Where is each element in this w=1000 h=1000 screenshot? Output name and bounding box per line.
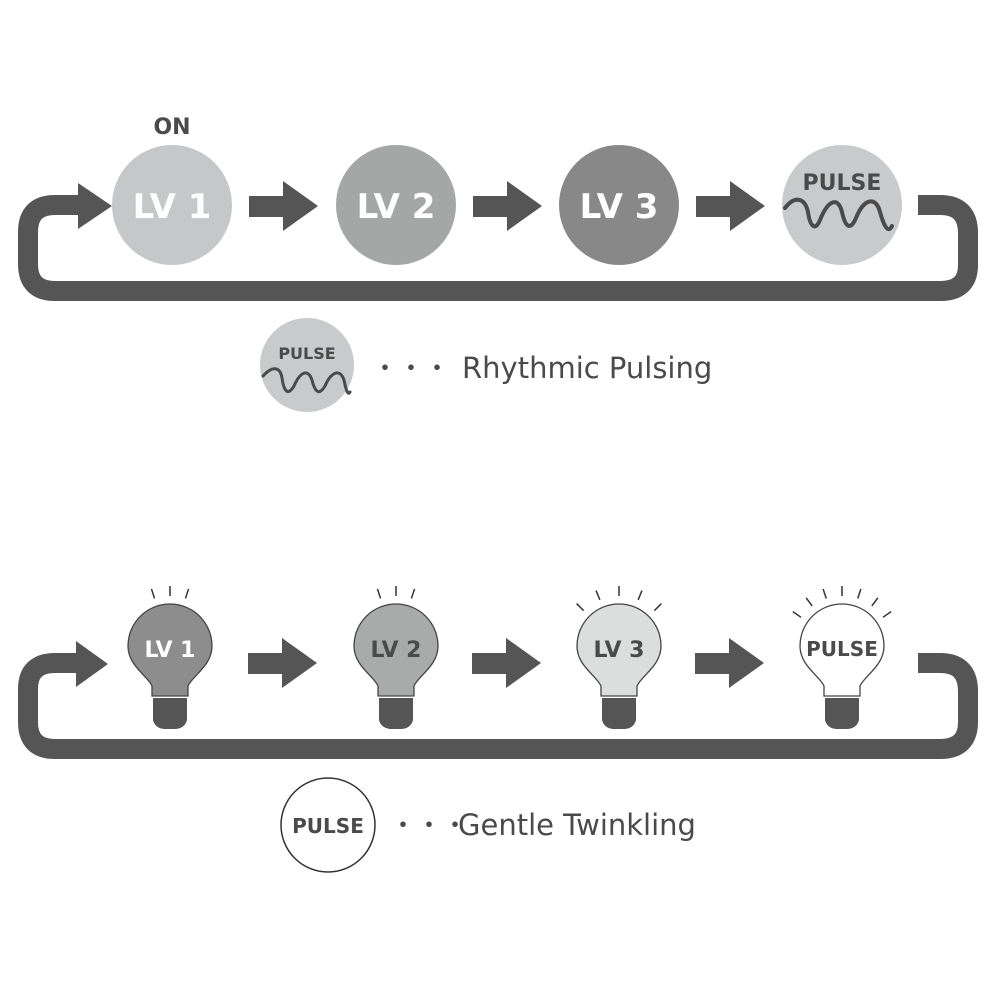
bottom-legend: PULSE ・・・ Gentle Twinkling bbox=[280, 777, 696, 873]
bottom-step-pulse-label: PULSE bbox=[806, 637, 878, 661]
top-step-lv3-label: LV 3 bbox=[580, 187, 659, 227]
top-loop-arrow bbox=[18, 195, 978, 301]
top-step-lv1-label: LV 1 bbox=[133, 187, 212, 227]
bulb-icon-lv1 bbox=[127, 586, 213, 729]
light-ray bbox=[857, 588, 862, 599]
bottom-step-lv3-label: LV 3 bbox=[594, 638, 645, 663]
bottom-legend-dots: ・・・ bbox=[390, 811, 468, 841]
top-step-pulse-label: PULSE bbox=[803, 171, 882, 196]
light-ray bbox=[576, 603, 585, 612]
bottom-loop-arrow bbox=[18, 653, 978, 759]
top-legend-dots: ・・・ bbox=[372, 354, 450, 384]
bottom-cycle: LV 1 LV 2 LV 3 PULSE PULSE ・・・ Gentle Tw… bbox=[18, 586, 978, 873]
top-legend-text: Rhythmic Pulsing bbox=[462, 351, 712, 385]
light-ray bbox=[150, 588, 156, 599]
bulb-glass bbox=[353, 603, 439, 697]
top-step-lv2-label: LV 2 bbox=[357, 187, 436, 227]
bulb-icon-pulse bbox=[792, 586, 892, 729]
light-ray bbox=[595, 590, 601, 601]
top-legend: PULSE ・・・ Rhythmic Pulsing bbox=[260, 318, 712, 412]
wave-icon bbox=[783, 197, 894, 232]
top-legend-icon-label: PULSE bbox=[278, 344, 335, 363]
light-ray bbox=[792, 610, 802, 618]
light-ray bbox=[410, 588, 416, 599]
top-step-pulse: PULSE bbox=[782, 145, 902, 265]
light-ray bbox=[882, 610, 892, 618]
bottom-legend-icon-label: PULSE bbox=[292, 814, 364, 838]
bottom-step-lv2-label: LV 2 bbox=[371, 638, 422, 663]
bulb-base bbox=[602, 698, 636, 729]
top-step-arrow-1 bbox=[249, 181, 318, 231]
bulb-base bbox=[153, 698, 187, 729]
light-ray bbox=[653, 603, 662, 612]
bulb-icon-lv2 bbox=[353, 586, 439, 729]
bottom-loop-arrowhead bbox=[76, 641, 108, 687]
top-step-lv1: LV 1 bbox=[112, 145, 232, 265]
bottom-step-arrow-3 bbox=[695, 638, 764, 688]
top-loop-arrowhead bbox=[78, 183, 112, 229]
bulb-icon-lv3 bbox=[576, 586, 662, 729]
wave-icon bbox=[261, 367, 352, 395]
top-step-arrow-2 bbox=[473, 181, 542, 231]
bulb-glass bbox=[127, 603, 213, 697]
on-label: ON bbox=[153, 115, 190, 140]
light-ray bbox=[637, 590, 643, 601]
top-step-lv2: LV 2 bbox=[336, 145, 456, 265]
light-ray bbox=[871, 597, 879, 607]
bottom-step-arrow-1 bbox=[248, 638, 317, 688]
bulb-base bbox=[379, 698, 413, 729]
bulb-glass bbox=[799, 603, 885, 697]
top-step-arrow-3 bbox=[696, 181, 765, 231]
bottom-legend-text: Gentle Twinkling bbox=[458, 808, 696, 842]
light-ray bbox=[805, 597, 813, 607]
light-ray bbox=[822, 588, 827, 599]
bulb-base bbox=[825, 698, 859, 729]
bottom-step-lv1-label: LV 1 bbox=[145, 638, 196, 663]
top-cycle: ON LV 1 LV 2 LV 3 PULSE PULSE ・・・ Rhy bbox=[18, 115, 978, 412]
bulb-glass bbox=[576, 603, 662, 697]
light-ray bbox=[376, 588, 382, 599]
light-ray bbox=[184, 588, 190, 599]
top-step-lv3: LV 3 bbox=[559, 145, 679, 265]
bottom-step-arrow-2 bbox=[472, 638, 541, 688]
